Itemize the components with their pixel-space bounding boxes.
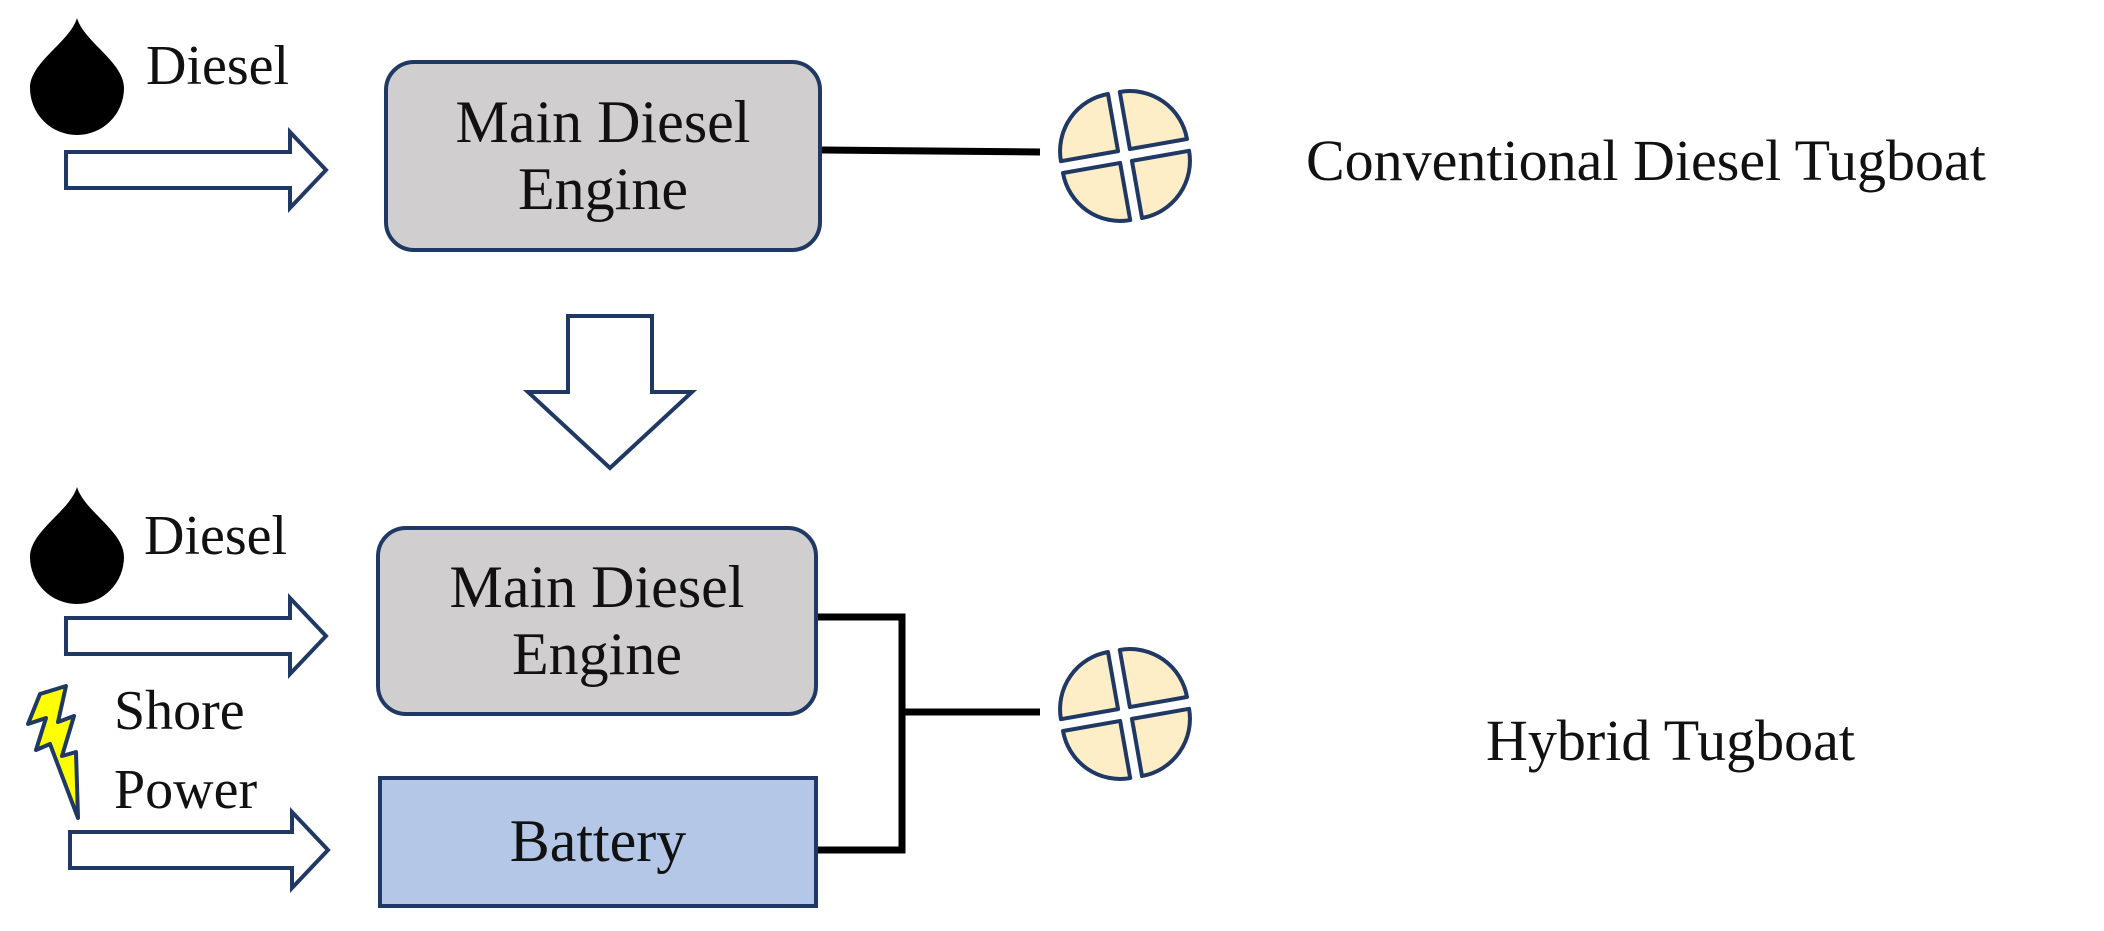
flow-arrow-icon xyxy=(68,806,331,894)
engine-label: Main Diesel Engine xyxy=(450,554,745,688)
propeller-icon xyxy=(1048,637,1202,791)
propeller-icon xyxy=(1048,79,1202,233)
diesel-drop-icon xyxy=(30,18,124,135)
main-diesel-engine-box: Main Diesel Engine xyxy=(376,526,818,716)
shore-power-label-line2: Power xyxy=(114,759,258,821)
engine-label-line2: Engine xyxy=(518,156,688,222)
diesel-fuel-label: Diesel xyxy=(146,35,290,97)
flow-arrow-icon xyxy=(64,126,329,214)
engine-label-line2: Engine xyxy=(512,621,682,687)
main-diesel-engine-box: Main Diesel Engine xyxy=(384,60,822,252)
transition-arrow-icon xyxy=(522,314,698,471)
battery-box: Battery xyxy=(378,776,818,908)
hybrid-caption: Hybrid Tugboat xyxy=(1486,708,1856,773)
shaft-line xyxy=(821,146,1041,156)
lightning-icon xyxy=(26,684,80,820)
engine-label-line1: Main Diesel xyxy=(455,88,751,155)
battery-label: Battery xyxy=(509,808,687,875)
conventional-caption: Conventional Diesel Tugboat xyxy=(1306,128,1986,193)
shore-power-label-line1: Shore xyxy=(114,680,245,742)
engine-label: Main Diesel Engine xyxy=(456,89,751,223)
diesel-drop-icon xyxy=(30,487,124,604)
engine-shaft-line xyxy=(818,613,906,854)
engine-label-line1: Main Diesel xyxy=(449,553,745,620)
flow-arrow-icon xyxy=(64,592,329,680)
diesel-fuel-label: Diesel xyxy=(144,505,288,567)
